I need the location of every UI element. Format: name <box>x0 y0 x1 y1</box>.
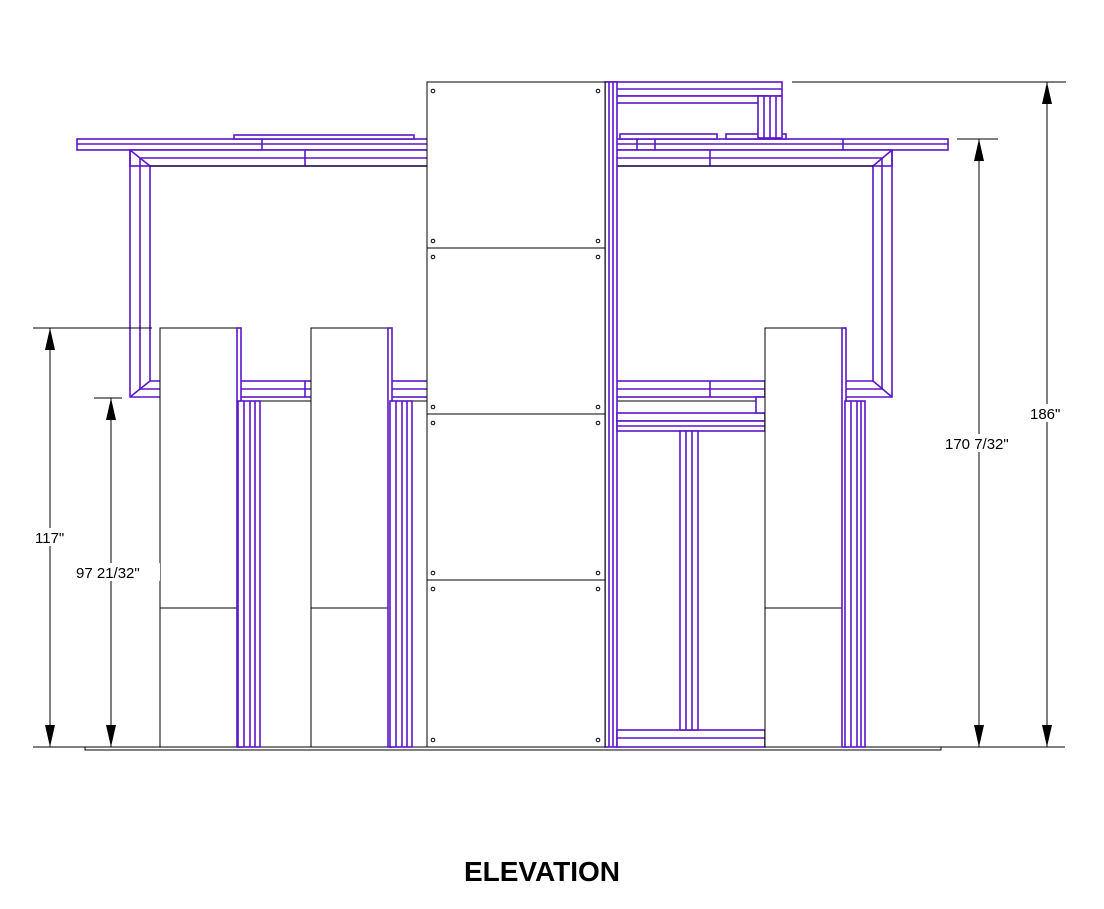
short-column-right <box>764 327 866 748</box>
short-column-left <box>159 327 261 748</box>
dimension-right-inner: 170 7/32" <box>943 138 1019 747</box>
dimension-right-outer: 186" <box>792 81 1066 747</box>
dimension-label-186: 186" <box>1030 406 1060 423</box>
dimension-left-outer: 117" <box>33 327 152 747</box>
short-column-middle <box>310 327 413 748</box>
center-tower <box>426 81 606 748</box>
dimension-label-117: 117" <box>35 530 64 547</box>
dimension-left-inner: 97 21/32" <box>74 397 160 747</box>
dimension-label-97-21-32: 97 21/32" <box>76 565 140 582</box>
dimension-label-170-7-32: 170 7/32" <box>945 436 1009 453</box>
right-tower-frame <box>604 81 783 748</box>
drawing-title: ELEVATION <box>464 856 620 887</box>
